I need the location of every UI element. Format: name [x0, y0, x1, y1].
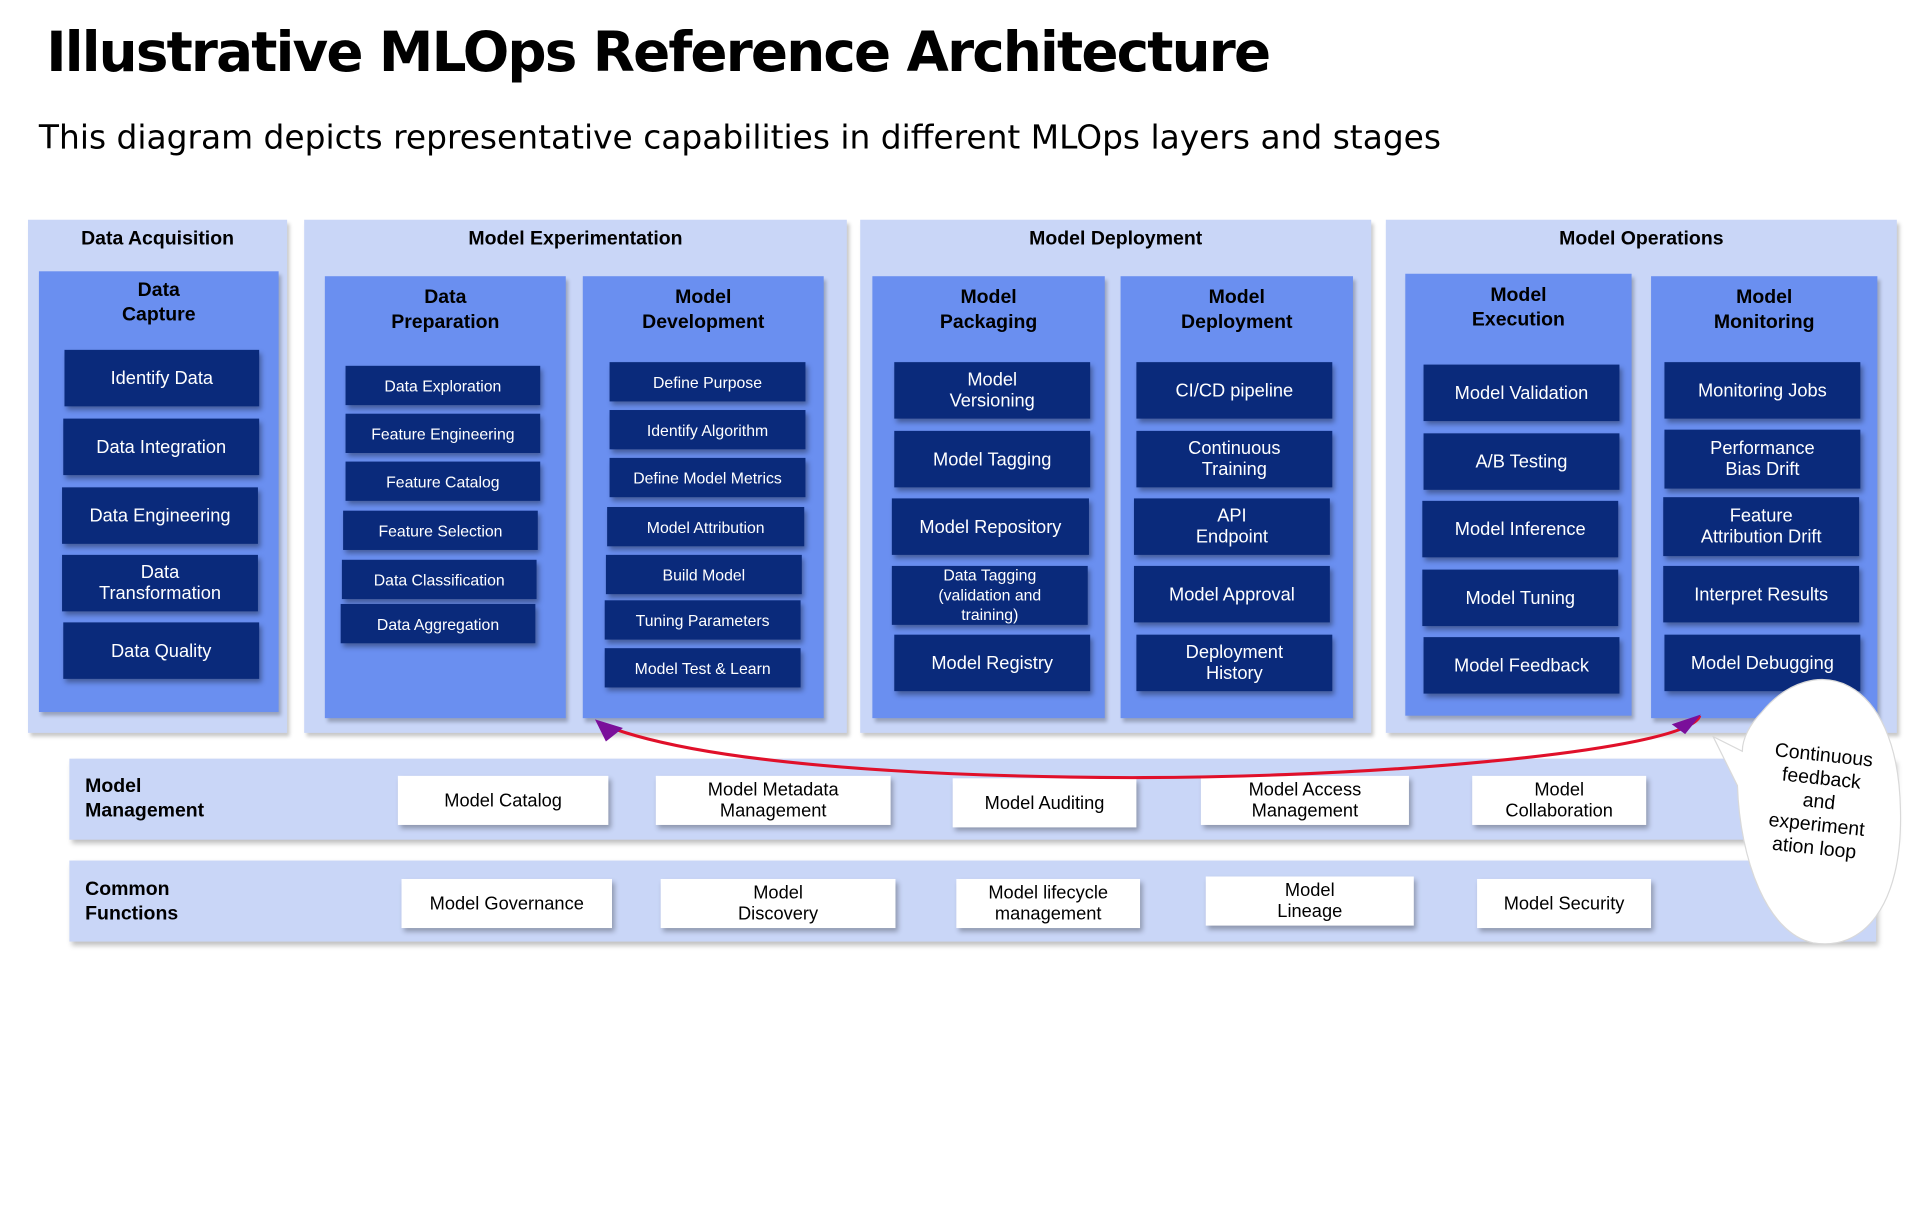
capability-box: Data Tagging (validation and training)	[891, 565, 1088, 625]
capability-box: Identify Algorithm	[609, 410, 806, 450]
function-box: Model Lineage	[1205, 876, 1414, 926]
band-label: Common Functions	[85, 878, 179, 925]
function-box: Model Catalog	[397, 775, 609, 825]
capability-box: Deployment History	[1136, 634, 1333, 692]
function-box: Model lifecycle management	[956, 878, 1141, 929]
capability-box: Build Model	[605, 554, 802, 595]
capability-box: A/B Testing	[1423, 433, 1620, 490]
column-title: Data Preparation	[391, 287, 500, 333]
capability-box: Model Approval	[1133, 565, 1330, 623]
capability-box: Feature Selection	[343, 510, 538, 550]
column-title: Model Deployment	[1181, 287, 1293, 333]
capability-box: Model Tagging	[894, 430, 1091, 488]
page-subtitle: This diagram depicts representative capa…	[38, 119, 1442, 158]
capability-box: Model Attribution	[607, 506, 805, 547]
capability-box: Model Inference	[1422, 500, 1619, 558]
capability-box: Feature Catalog	[345, 461, 541, 501]
function-box: Model Discovery	[660, 878, 896, 929]
capability-box: Identify Data	[64, 349, 260, 407]
function-box: Model Auditing	[952, 778, 1137, 828]
feedback-loop-arrow	[598, 714, 1702, 780]
capability-box: Tuning Parameters	[604, 600, 801, 640]
column-model-development: Model Development	[582, 276, 824, 719]
band-label: Model Management	[85, 775, 205, 822]
column-title: Model Development	[642, 287, 765, 333]
speech-bubble	[1711, 679, 1902, 945]
capability-box: Continuous Training	[1136, 430, 1333, 488]
page-title: Illustrative MLOps Reference Architectur…	[46, 19, 1271, 85]
stage-title: Data Acquisition	[81, 228, 234, 250]
capability-box: Feature Engineering	[345, 413, 541, 453]
capability-box: Data Aggregation	[340, 603, 536, 644]
feedback-loop-diagram	[594, 679, 1902, 945]
column-title: Model Monitoring	[1713, 287, 1815, 333]
capability-box: API Endpoint	[1133, 498, 1330, 555]
function-box: Model Governance	[401, 878, 613, 929]
function-box: Model Metadata Management	[655, 775, 891, 825]
capability-box: Data Classification	[341, 559, 537, 600]
capability-box: Data Quality	[63, 622, 260, 679]
capability-box: Model Registry	[894, 634, 1091, 692]
capability-box: Data Engineering	[62, 487, 258, 544]
capability-box: Monitoring Jobs	[1664, 362, 1861, 419]
column-title: Model Execution	[1471, 284, 1565, 331]
loop-label: Continuous feedback and experiment ation…	[1767, 740, 1874, 864]
stage-title: Model Experimentation	[468, 228, 683, 250]
capability-box: Define Model Metrics	[609, 457, 806, 498]
capability-box: Model Repository	[891, 498, 1089, 555]
stage-title: Model Deployment	[1029, 228, 1203, 250]
capability-box: Model Validation	[1423, 364, 1620, 422]
column-title: Model Packaging	[939, 287, 1038, 333]
capability-box: Define Purpose	[609, 362, 806, 402]
capability-box: Model Feedback	[1423, 637, 1620, 694]
function-box: Model Collaboration	[1472, 775, 1647, 825]
capability-box: Model Tuning	[1422, 569, 1619, 627]
capability-box: Data Transformation	[62, 554, 258, 612]
stage-title: Model Operations	[1559, 228, 1724, 250]
capability-box: Data Exploration	[345, 365, 541, 406]
capability-box: Model Versioning	[894, 362, 1091, 419]
column-title: Data Capture	[121, 279, 196, 326]
capability-box: Interpret Results	[1663, 565, 1860, 623]
capability-box: Feature Attribution Drift	[1663, 497, 1860, 557]
capability-box: Performance Bias Drift	[1664, 429, 1861, 489]
capability-box: Model Test & Learn	[604, 648, 801, 688]
loop-arrowhead-left	[594, 719, 623, 742]
capability-box: Data Integration	[63, 418, 260, 476]
function-box: Model Access Management	[1200, 775, 1409, 825]
capability-box: CI/CD pipeline	[1136, 362, 1333, 419]
function-box: Model Security	[1477, 878, 1652, 929]
loop-arrowhead-right	[1671, 714, 1701, 735]
